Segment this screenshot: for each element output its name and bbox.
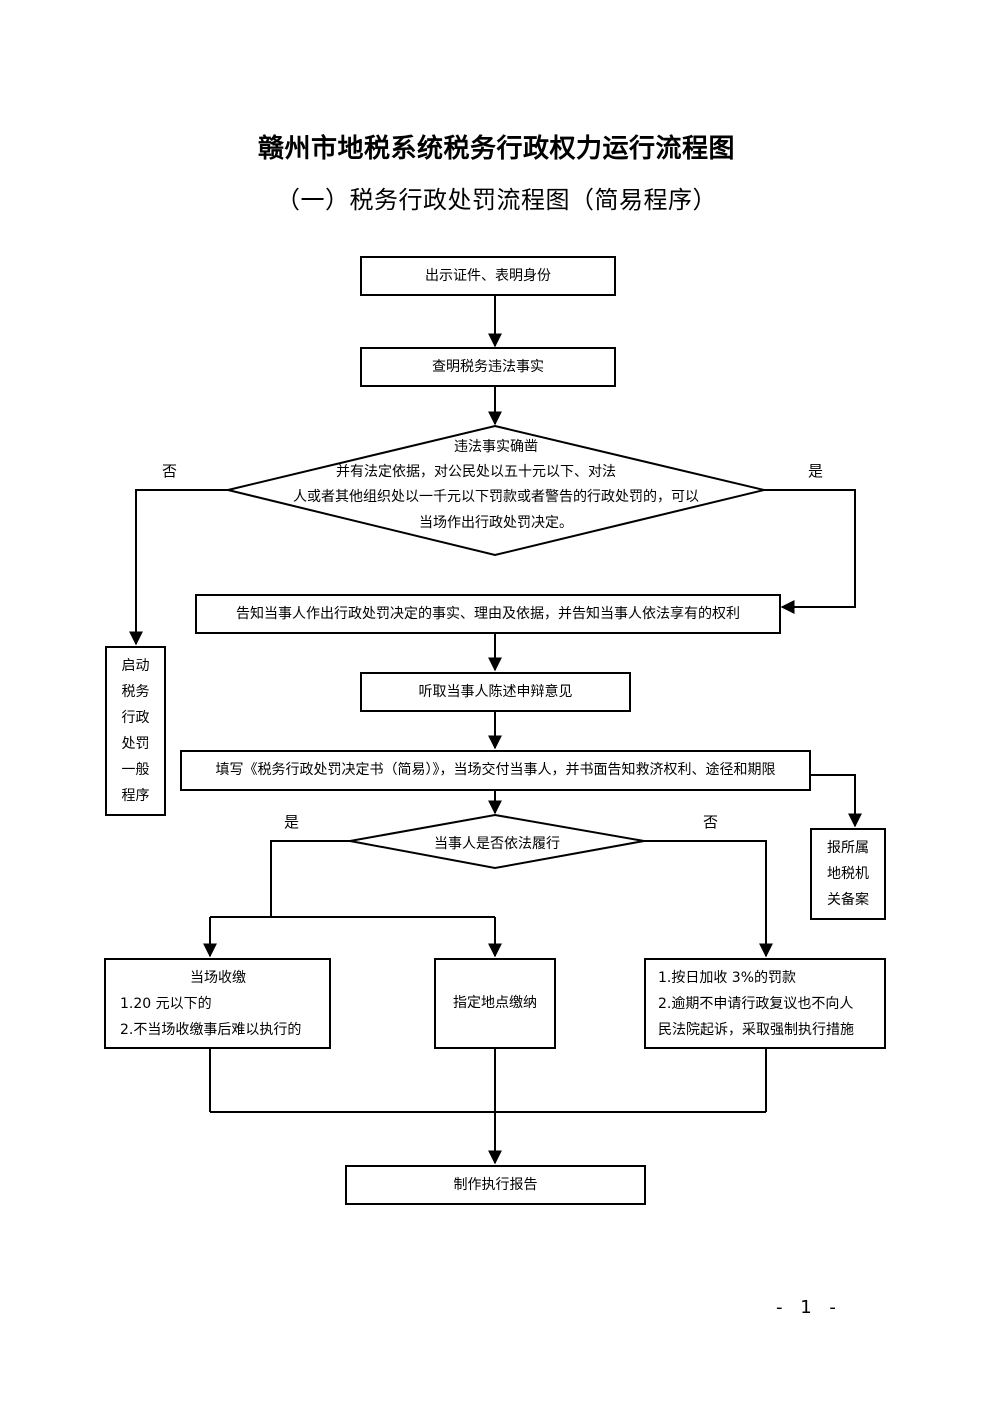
- onsite-heading: 当场收缴: [190, 969, 246, 986]
- file-line-3: 关备案: [827, 892, 869, 908]
- node-hear: 听取当事人陈述申辩意见: [360, 672, 631, 712]
- penalty-item-2b: 民法院起诉，采取强制执行措施: [658, 1021, 854, 1038]
- file-line-1: 报所属: [827, 840, 869, 856]
- node-inform-text: 告知当事人作出行政处罚决定的事实、理由及依据，并告知当事人依法享有的权利: [236, 605, 740, 622]
- arrow-d2-no-to-penalty: [644, 840, 773, 958]
- penalty-item-2a: 2.逾期不申请行政复议也不向人: [658, 995, 854, 1012]
- node-general-procedure: 启动 税务 行政 处罚 一般 程序: [105, 646, 166, 816]
- connector-d2-yes: [270, 840, 350, 917]
- node-report: 制作执行报告: [345, 1165, 646, 1205]
- node-designated-payment: 指定地点缴纳: [434, 958, 556, 1049]
- node-investigate: 查明税务违法事实: [360, 347, 616, 387]
- designated-text: 指定地点缴纳: [453, 995, 537, 1012]
- page-number: - 1 -: [776, 1297, 842, 1318]
- node-show-id: 出示证件、表明身份: [360, 256, 616, 296]
- decision1-line2: 并有法定依据，对公民处以五十元以下、对法: [336, 464, 616, 480]
- general-line-2: 税务: [121, 684, 150, 700]
- node-file-record: 报所属 地税机 关备案: [810, 828, 886, 920]
- node-investigate-text: 查明税务违法事实: [432, 358, 544, 375]
- arrow-no-to-general: [129, 489, 228, 646]
- general-line-4: 处罚: [121, 736, 150, 752]
- decision-diamond-1: [227, 424, 765, 557]
- decision1-line3: 人或者其他组织处以一千元以下罚款或者警告的行政处罚的，可以: [293, 489, 699, 505]
- arrow-yes-to-inform: [764, 489, 856, 614]
- general-line-6: 程序: [121, 788, 150, 804]
- decision1-no-label: 否: [162, 462, 178, 480]
- file-line-2: 地税机: [827, 866, 869, 882]
- node-inform: 告知当事人作出行政处罚决定的事实、理由及依据，并告知当事人依法享有的权利: [195, 594, 781, 634]
- decision2-no-label: 否: [703, 813, 719, 831]
- decision1-yes-label: 是: [808, 462, 824, 480]
- penalty-item-1: 1.按日加收 3%的罚款: [658, 969, 797, 986]
- node-fill-form: 填写《税务行政处罚决定书（简易）》，当场交付当事人，并书面告知救济权利、途径和期…: [180, 750, 811, 791]
- decision-diamond-2: [349, 813, 645, 870]
- node-hear-text: 听取当事人陈述申辩意见: [418, 683, 573, 700]
- onsite-item-1: 1.20 元以下的: [120, 995, 212, 1012]
- decision1-line4: 当场作出行政处罚决定。: [419, 515, 573, 531]
- arrow-fill-to-file: [811, 774, 862, 828]
- page-subtitle: （一）税务行政处罚流程图（简易程序）: [276, 186, 717, 214]
- general-line-1: 启动: [121, 658, 150, 674]
- node-penalty: 1.按日加收 3%的罚款 2.逾期不申请行政复议也不向人 民法院起诉，采取强制执…: [644, 958, 886, 1049]
- general-line-5: 一般: [121, 762, 150, 778]
- node-fill-form-text: 填写《税务行政处罚决定书（简易）》，当场交付当事人，并书面告知救济权利、途径和期…: [215, 762, 776, 779]
- node-show-id-text: 出示证件、表明身份: [425, 267, 551, 284]
- decision2-text: 当事人是否依法履行: [434, 836, 560, 852]
- node-report-text: 制作执行报告: [453, 1176, 538, 1193]
- page-title: 赣州市地税系统税务行政权力运行流程图: [257, 134, 735, 164]
- decision2-yes-label: 是: [284, 813, 300, 831]
- onsite-item-2: 2.不当场收缴事后难以执行的: [120, 1021, 302, 1038]
- decision1-line1: 违法事实确凿: [454, 439, 538, 455]
- node-onsite-collection: 当场收缴 1.20 元以下的 2.不当场收缴事后难以执行的: [104, 958, 331, 1049]
- general-line-3: 行政: [121, 710, 150, 726]
